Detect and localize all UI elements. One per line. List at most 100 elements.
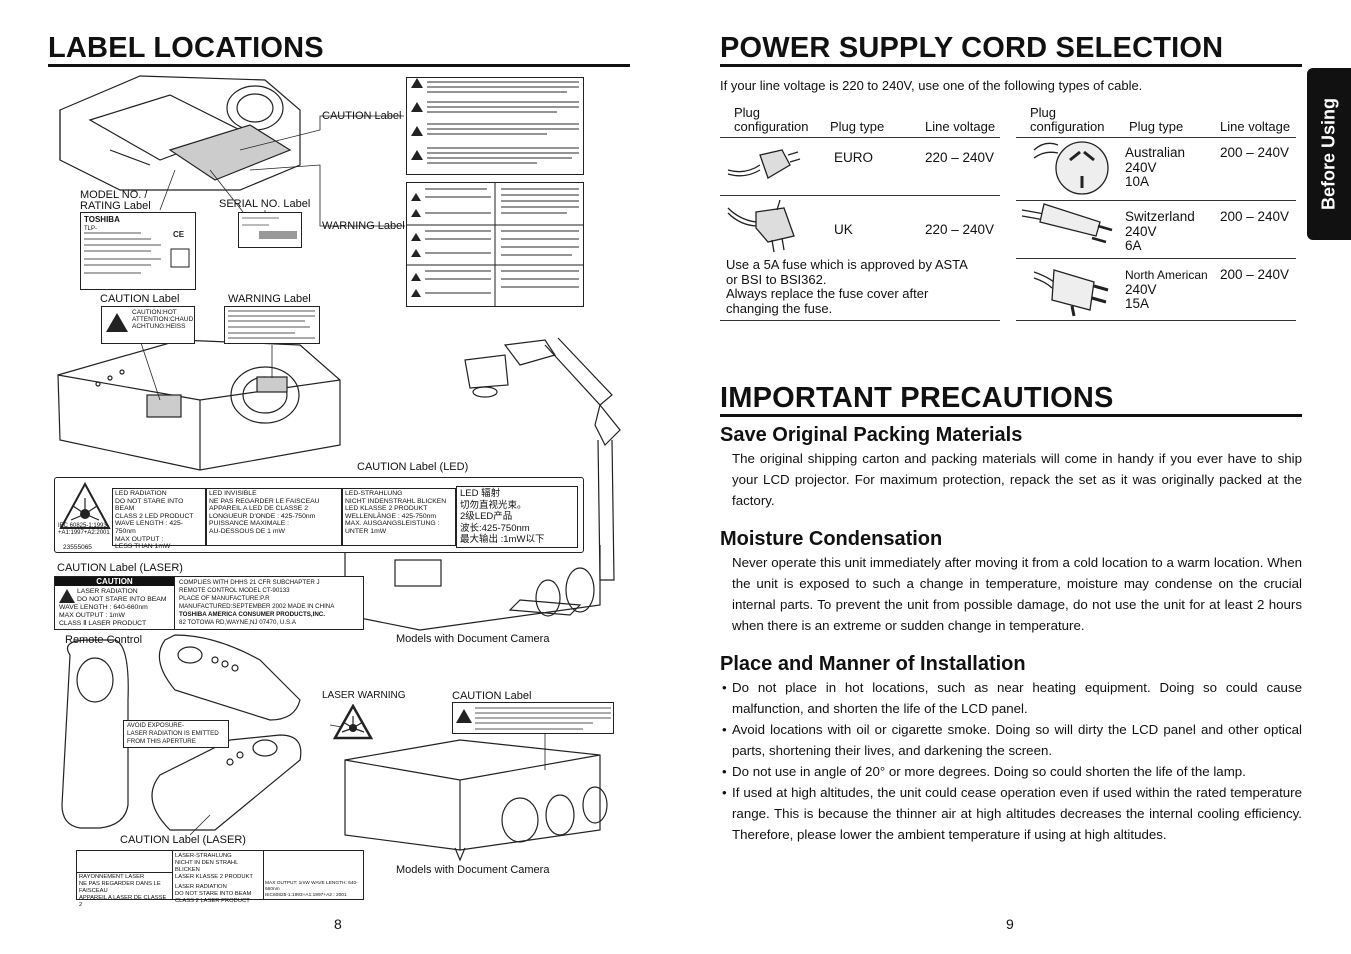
caption-remote-control: Remote Control bbox=[65, 634, 143, 646]
caption-caution-laser: CAUTION Label (LASER) bbox=[57, 562, 183, 574]
led-line: AU-DESSOUS DE 1 mW bbox=[209, 527, 285, 535]
lamp-caution-label-lines bbox=[411, 78, 579, 164]
power-cord-title: POWER SUPPLY CORD SELECTION bbox=[720, 32, 1224, 64]
lamp-caution-label bbox=[406, 77, 584, 175]
laser-line: PLACE OF MANUFACTURE:P.R bbox=[179, 595, 270, 602]
row-uk-voltage: 220 – 240V bbox=[925, 222, 995, 237]
rating-label-box: TOSHIBA TLP- CE bbox=[80, 212, 196, 290]
doc-camera-warning-icon bbox=[456, 709, 472, 723]
power-intro: If your line voltage is 220 to 240V, use… bbox=[720, 78, 1143, 93]
bottom-label-line: LASER RADIATION bbox=[175, 884, 227, 890]
led-line: LESS THAN 1mW bbox=[115, 543, 171, 551]
bullet-text: Do not use in angle of 20° or more degre… bbox=[732, 764, 1246, 779]
row-north-american-type: North American 240V 15A bbox=[1125, 268, 1208, 312]
bottom-laser-label: RAYONNEMENT LASER NE PAS REGARDER DANS L… bbox=[76, 850, 364, 908]
row-euro-voltage: 220 – 240V bbox=[925, 150, 995, 165]
led-line: DO NOT STARE INTO BEAM bbox=[115, 497, 184, 513]
bullet-item: • Do not place in hot locations, such as… bbox=[722, 677, 1302, 719]
uk-note-line: Use a 5A fuse which is approved by ASTA bbox=[726, 257, 968, 272]
label-locations-illustration bbox=[57, 75, 621, 862]
laser-line: MANUFACTURED:SEPTEMBER 2002 MADE IN CHIN… bbox=[179, 603, 335, 610]
small-warning-label-lines bbox=[228, 310, 315, 339]
bullet-text: If used at high altitudes, the unit coul… bbox=[732, 785, 1302, 842]
led-line: 切勿直视光束。 bbox=[460, 499, 527, 511]
led-line: 最大输出 :1mW以下 bbox=[460, 534, 545, 545]
caution-hot-label: CAUTION:HOT ATTENTION:CHAUD ACHTUNG:HEIS… bbox=[101, 306, 195, 344]
bullet-item: • Do not use in angle of 20° or more deg… bbox=[722, 761, 1302, 782]
type-line: 240V bbox=[1125, 223, 1157, 239]
uk-fuse-note: Use a 5A fuse which is approved by ASTA … bbox=[726, 257, 968, 316]
laser-caution-head: CAUTION bbox=[55, 577, 174, 586]
before-using-tab[interactable]: Before Using bbox=[1307, 68, 1351, 240]
warning-label-box bbox=[406, 182, 584, 307]
bottom-label-line: CLASS 2 LASER PRODUCT bbox=[175, 898, 250, 904]
caption-model-no-line1: MODEL NO. / bbox=[80, 189, 148, 201]
col-plug-config-l1: Plug bbox=[734, 105, 761, 120]
hot-warning-icon bbox=[106, 313, 128, 332]
laser-line: DO NOT STARE INTO BEAM bbox=[77, 596, 167, 604]
caption-warning-label-2: WARNING Label bbox=[228, 293, 311, 305]
row-north-american-voltage: 200 – 240V bbox=[1220, 267, 1290, 282]
type-line: Australian bbox=[1125, 145, 1186, 160]
caption-model-no-line2: RATING Label bbox=[80, 200, 151, 212]
type-line: 240V bbox=[1125, 281, 1157, 297]
type-line: 15A bbox=[1125, 296, 1150, 311]
section-packing-title: Save Original Packing Materials bbox=[720, 424, 1023, 446]
rating-model: TLP- bbox=[84, 226, 98, 232]
bottom-label-line: LASER KLASSE 2 PRODUKT bbox=[175, 874, 253, 880]
rating-label-lines: CE bbox=[84, 230, 190, 274]
bottom-label-line: NICHT IN DEN STRAHL BLICKEN bbox=[175, 860, 239, 873]
installation-bullets: • Do not place in hot locations, such as… bbox=[722, 677, 1302, 845]
led-line: LED RADIATION bbox=[115, 490, 167, 497]
laser-line: MAX OUTPUT : 1mW bbox=[59, 612, 125, 620]
led-line: LONGUEUR D'ONDE : 425-750nm bbox=[209, 512, 316, 520]
led-line: LED INVISIBLE bbox=[209, 490, 257, 497]
serial-label-box bbox=[238, 212, 302, 248]
bullet-item: • If used at high altitudes, the unit co… bbox=[722, 782, 1302, 845]
bullet-item: • Avoid locations with oil or cigarette … bbox=[722, 719, 1302, 761]
caution-hot-line: ACHTUNG:HEISS bbox=[132, 323, 186, 330]
svg-text:CE: CE bbox=[173, 230, 185, 239]
laser-line: LASER RADIATION bbox=[77, 588, 138, 595]
row-australian-voltage: 200 – 240V bbox=[1220, 145, 1290, 160]
led-line: PUISSANCE MAXIMALE : bbox=[209, 520, 290, 528]
row-euro-type: EURO bbox=[834, 150, 874, 165]
laser-line: CLASS Ⅱ LASER PRODUCT bbox=[59, 620, 147, 628]
led-label-code: 23555065 bbox=[63, 544, 92, 551]
row-switzerland-type: Switzerland 240V 6A bbox=[1125, 209, 1195, 254]
bottom-label-line: MAX OUTPUT: 1mW WAVE LENGTH: 640-660nm bbox=[265, 881, 358, 892]
col-line-voltage: Line voltage bbox=[925, 119, 996, 134]
uk-note-line: changing the fuse. bbox=[726, 300, 833, 316]
caption-laser-warning: LASER WARNING bbox=[322, 690, 406, 701]
led-line: MAX OUTPUT : bbox=[115, 535, 164, 543]
uk-note-line: or BSI to BSI362. bbox=[726, 271, 827, 287]
doc-camera-caution-label bbox=[452, 702, 614, 734]
bottom-label-line: LASER-STRAHLUNG bbox=[175, 853, 232, 859]
bottom-label-line: RAYONNEMENT LASER bbox=[79, 874, 145, 880]
col-plug-type: Plug type bbox=[830, 119, 885, 134]
led-line: MAX. AUSGANGSLEISTUNG : bbox=[345, 520, 440, 528]
led-line: WELLENLÄNGE : 425-750nm bbox=[345, 512, 437, 520]
remote-sticker-line: AVOID EXPOSURE- bbox=[127, 722, 184, 729]
bottom-label-line: IEC60825-1:1993+A1:1997+A2 : 2001 bbox=[265, 893, 347, 898]
caption-caution-led: CAUTION Label (LED) bbox=[357, 461, 469, 473]
warning-label-lines bbox=[407, 183, 583, 306]
led-iec-text: IEC 60825-1:1993 +A1:1997+A2:2001 bbox=[58, 523, 110, 536]
caption-caution-label-2: CAUTION Label bbox=[100, 293, 180, 305]
power-title-rule bbox=[720, 64, 1302, 67]
row-switzerland-voltage: 200 – 240V bbox=[1220, 209, 1290, 224]
serial-label-lines bbox=[242, 217, 297, 239]
section-moisture-title: Moisture Condensation bbox=[720, 528, 943, 550]
caption-caution-label: CAUTION Label bbox=[322, 110, 402, 122]
remote-sticker-line: FROM THIS APERTURE bbox=[127, 738, 196, 745]
bottom-label-line: NE PAS REGARDER DANS LE FAISCEAU bbox=[79, 881, 161, 894]
led-line: UNTER 1mW bbox=[345, 527, 387, 535]
laser-line: REMOTE CONTROL MODEL CT-90133 bbox=[179, 587, 290, 594]
row-australian-type: Australian 240V 10A bbox=[1125, 145, 1186, 190]
precautions-title-rule bbox=[720, 414, 1302, 417]
type-line: 240V bbox=[1125, 159, 1157, 175]
led-line: WAVE LENGTH : 425-750nm bbox=[115, 520, 183, 535]
col-plug-config-l2: configuration bbox=[734, 119, 809, 134]
type-line: 6A bbox=[1125, 238, 1142, 253]
laser-line: TOSHIBA AMERICA CONSUMER PRODUCTS,INC. bbox=[179, 611, 325, 618]
